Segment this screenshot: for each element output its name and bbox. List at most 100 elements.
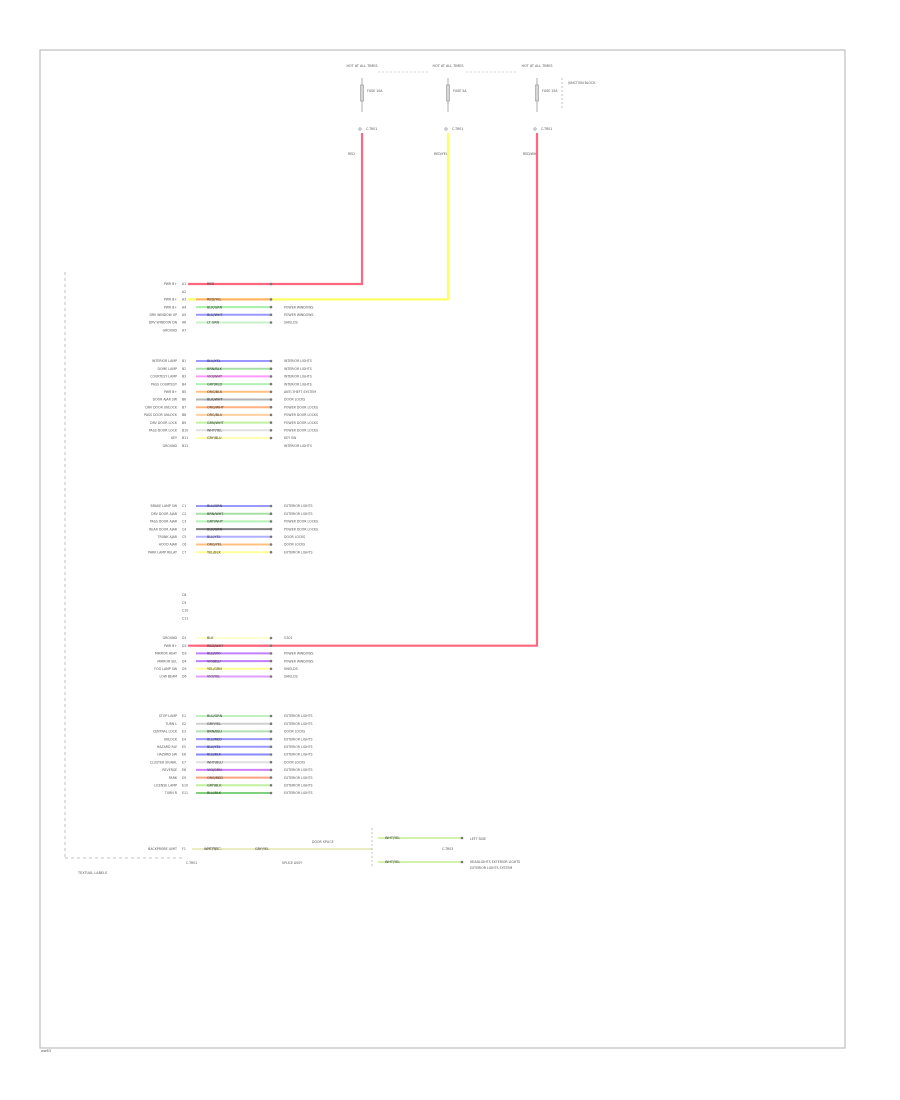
connector-terminal [269, 652, 273, 655]
pin-function-label: GROUND [163, 636, 178, 640]
wire-color-code: ORG/RED [207, 776, 223, 780]
pin-function-label: PASS DOOR AJAR [150, 520, 178, 524]
destination-system: SHIELDS [284, 675, 298, 679]
wire-color-code: RED [207, 282, 214, 286]
pin-function-label: LICENSE LAMP [154, 784, 177, 788]
destination-system: LEFT SIDE [470, 837, 486, 841]
pin-number: B1 [182, 359, 186, 363]
pin-function-label: FOG LAMP SW [154, 667, 178, 671]
supply-header: HOT AT ALL TIMES [432, 64, 463, 68]
connector-terminal [269, 282, 273, 286]
destination-system: INTERIOR LIGHTS [284, 367, 312, 371]
pin-function-label: REVERSE [162, 768, 177, 772]
pin-number: C8 [182, 593, 186, 597]
pin-function-label: DRV DOOR UNLOCK [145, 405, 178, 409]
supply-header: HOT AT ALL TIMES [346, 64, 377, 68]
wire-color-code: WHT/YEL [204, 847, 219, 851]
connector-terminal [269, 760, 273, 764]
splice-label: SPLICE ASSY [282, 861, 302, 865]
pin-function-label: GROUND [163, 328, 178, 332]
wire-color-code: BLU/YEL [207, 745, 221, 749]
wire-color-code: BLU/YEL [207, 359, 221, 363]
pin-number: C5 [182, 535, 186, 539]
connector-terminal [269, 714, 273, 718]
pin-number: B9 [182, 421, 186, 425]
wire-color-code: GRY/WHT [207, 520, 224, 524]
wire-color-code: GRY/YEL [207, 722, 221, 726]
pin-number: B10 [182, 429, 188, 433]
splice-label: DOOR SPLICE [312, 840, 334, 844]
pin-number: A1 [182, 282, 186, 286]
pin-function-label: HAZARD SW [157, 753, 178, 757]
wire-color-code: YEL/GRN [207, 667, 222, 671]
wire-color-code: LT GRN [207, 321, 220, 325]
connector-terminal [269, 367, 273, 371]
destination-system: DOOR LOCKS [284, 398, 305, 402]
pin-number: B12 [182, 444, 188, 448]
connector-terminal [269, 535, 273, 539]
destination-system: HEADLIGHTS EXTERIOR LIGHTS [470, 860, 520, 864]
pin-number: C7 [182, 550, 186, 554]
connector-terminal [269, 405, 273, 409]
pin-function-label: DRV DOOR LOCK [150, 421, 178, 425]
connector-terminal [269, 305, 273, 309]
pin-number: D6 [182, 675, 186, 679]
pin-number: E9 [182, 776, 186, 780]
supply-header: HOT AT ALL TIMES [521, 64, 552, 68]
pin-function-label: LOW BEAM [160, 675, 178, 679]
pin-number: E2 [182, 722, 186, 726]
pin-number: E4 [182, 737, 186, 741]
wire-color-code: VIO/GRN [207, 768, 222, 772]
connector-terminal [269, 753, 273, 756]
pin-function-label: STOP LAMP [159, 714, 177, 718]
destination-system: INTERIOR LIGHTS [284, 382, 312, 386]
pin-number: C4 [182, 527, 186, 531]
wire-color-code: BRN/BLU [207, 730, 222, 734]
destination-system: DOOR LOCKS [284, 543, 305, 547]
junction-note: JUNCTION BLOCK [567, 81, 596, 85]
pin-number: F1 [182, 847, 186, 851]
connector-terminal [269, 512, 273, 515]
supply-connector: C-TR01 [366, 127, 377, 131]
module-label: TEXTUAL LABELS [77, 871, 107, 875]
pin-function-label: DOME LAMP [158, 367, 178, 371]
pin-number: A3 [182, 298, 186, 302]
destination-system: EXTERIOR LIGHTS [284, 776, 313, 780]
pin-function-label: PWR B+ [164, 644, 177, 648]
fuse-rating: FUSE 10A [367, 89, 383, 93]
pin-function-label: REAR DOOR AJAR [149, 527, 178, 531]
destination-system: POWER WINDOWS [284, 305, 313, 309]
pin-function-label: MIRROR HEAT [155, 652, 177, 656]
destination-system: EXTERIOR LIGHTS [284, 791, 313, 795]
supply-wire [188, 133, 450, 301]
pin-number: D1 [182, 636, 186, 640]
pin-number: C1 [182, 504, 186, 508]
connector-terminal [269, 745, 273, 749]
pin-function-label: INTERIOR LAMP [152, 359, 177, 363]
destination-system: EXTERIOR LIGHTS [284, 737, 313, 741]
pin-function-label: KEY [171, 436, 177, 440]
connector-terminal [269, 675, 273, 678]
connector-terminal [269, 636, 273, 640]
pin-function-label: BRAKE LAMP SW [151, 504, 178, 508]
wire-color-code: BLK/GRN [207, 305, 223, 309]
pin-function-label: TRUNK AJAR [157, 535, 178, 539]
connector-terminal [269, 659, 273, 663]
connector-terminal [269, 375, 273, 378]
frame-id: ww63 [41, 1049, 51, 1053]
pin-number: C9 [182, 601, 186, 605]
pin-number: D4 [182, 659, 186, 663]
wire-color-code: WHT/YEL [207, 429, 222, 433]
connector-terminal [269, 298, 273, 301]
pin-number: E3 [182, 730, 186, 734]
wire-color-code: GRY/RED [207, 382, 222, 386]
wire-color-code: BLK/WHT [207, 398, 223, 402]
destination-connector: C-TR03 [442, 847, 453, 851]
destination-system: POWER DOOR LOCKS [284, 429, 318, 433]
supply-wire [188, 133, 364, 286]
bottom-connector: C-TR01 [186, 861, 197, 865]
wire-color-code: BLU/YEL [207, 535, 221, 539]
pin-number: C10 [182, 609, 188, 613]
destination-system: EXTERIOR LIGHTS [284, 768, 313, 772]
wire-color-code: BLU/GRN [207, 504, 223, 508]
